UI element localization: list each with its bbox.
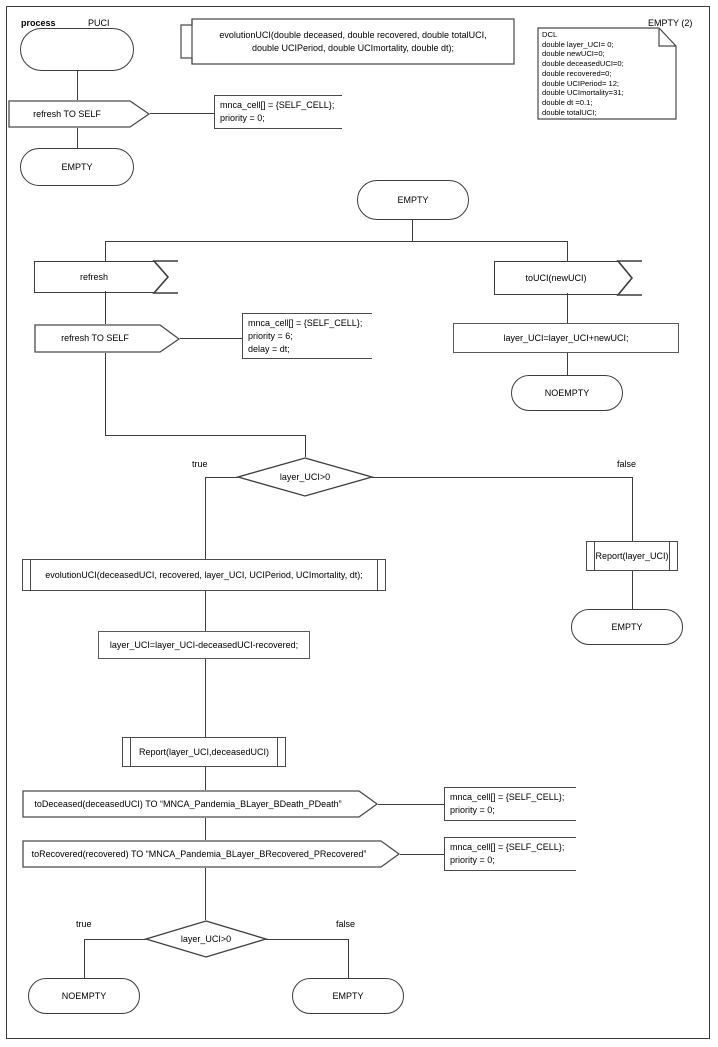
state-noempty-right-label: NOEMPTY	[544, 387, 590, 398]
dcl-line-4: double UCIPeriod= 12;	[542, 78, 620, 88]
process-name-label: PUCI	[88, 18, 110, 28]
dcl-line-6: double dt =0.1;	[542, 98, 593, 108]
state-empty-top[interactable]: EMPTY	[20, 148, 134, 186]
connector-split-to-input-touci	[567, 241, 568, 261]
connector-true-down-to-noempty	[84, 939, 85, 978]
branch-label-bottom-true: true	[76, 919, 92, 929]
input-touci[interactable]: toUCI(newUCI)	[494, 261, 642, 295]
state-empty-top-label: EMPTY	[61, 161, 93, 172]
connector-decision-top-false	[372, 477, 632, 478]
output-refresh-to-self-mid[interactable]: refresh TO SELF	[34, 324, 181, 353]
dcl-title: DCL	[542, 30, 558, 39]
dcl-note-text: DCL double layer_UCI= 0; double newUCI=0…	[542, 30, 624, 117]
connector-report-two-to-todeceased	[205, 767, 206, 790]
dcl-line-5: double UCImortality=31;	[542, 88, 624, 98]
proccall-evolutionuci[interactable]: evolutionUCI(deceasedUCI, recovered, lay…	[22, 558, 386, 592]
output-todeceased[interactable]: toDeceased(deceasedUCI) TO “MNCA_Pandemi…	[22, 790, 379, 818]
connector-split-to-input-refresh	[105, 241, 106, 261]
output-torecovered[interactable]: toRecovered(recovered) TO “MNCA_Pandemia…	[22, 840, 401, 868]
state-start[interactable]	[20, 28, 134, 71]
connector-input-refresh-to-output	[105, 291, 106, 324]
branch-label-top-true: true	[192, 459, 208, 469]
state-empty-false-right-label: EMPTY	[611, 621, 643, 632]
connector-output-mid-down	[105, 353, 106, 435]
decision-bottom[interactable]: layer_UCI>0	[143, 920, 269, 958]
procedure-signature-shape: evolutionUCI(double deceased, double rec…	[180, 18, 515, 65]
page-indicator-label: EMPTY (2)	[648, 18, 693, 28]
proccall-report-layer-uci-label: Report(layer_UCI)	[595, 550, 669, 561]
task-subtract-label: layer_UCI=layer_UCI-deceasedUCI-recovere…	[109, 639, 299, 650]
output-refresh-to-self-top[interactable]: refresh TO SELF	[8, 100, 151, 128]
comment-connector-1	[150, 113, 214, 114]
connector-decision-bottom-true	[84, 939, 146, 940]
connector-state-empty-mid-down	[412, 220, 413, 241]
branch-label-top-false: false	[617, 459, 637, 469]
branch-label-bottom-false: false	[336, 919, 356, 929]
task-subtract[interactable]: layer_UCI=layer_UCI-deceasedUCI-recovere…	[98, 631, 310, 659]
diagram-frame	[6, 6, 710, 1039]
dcl-line-7: double totalUCI;	[542, 107, 597, 117]
connector-start-to-output	[77, 71, 78, 100]
dcl-note: DCL double layer_UCI= 0; double newUCI=0…	[537, 27, 677, 120]
connector-touci-to-task	[567, 293, 568, 323]
dcl-line-0: double layer_UCI= 0;	[542, 39, 614, 49]
comment-1: mnca_cell[] = {SELF_CELL}; priority = 0;	[214, 95, 342, 129]
comment-2: mnca_cell[] = {SELF_CELL}; priority = 6;…	[242, 313, 372, 359]
state-empty-false-right[interactable]: EMPTY	[571, 609, 683, 645]
connector-decision-top-true	[205, 477, 238, 478]
connector-decision-bottom-false	[266, 939, 348, 940]
connector-to-decision-horizontal	[105, 435, 305, 436]
proccall-report-two[interactable]: Report(layer_UCI,deceasedUCI)	[122, 736, 286, 768]
input-refresh[interactable]: refresh	[34, 261, 178, 293]
connector-evolutionuci-to-task	[205, 591, 206, 631]
connector-false-down-to-report	[632, 477, 633, 541]
proccall-evolutionuci-label: evolutionUCI(deceasedUCI, recovered, lay…	[45, 569, 363, 580]
comment-3: mnca_cell[] = {SELF_CELL}; priority = 0;	[444, 787, 576, 821]
state-noempty-bottom-label: NOEMPTY	[61, 990, 107, 1001]
connector-task-to-noempty	[567, 353, 568, 375]
connector-report-to-empty-right	[632, 571, 633, 609]
connector-output-to-state-empty-top	[77, 128, 78, 148]
task-add-newuci[interactable]: layer_UCI=layer_UCI+newUCI;	[453, 323, 679, 353]
dcl-line-2: double deceasedUCI=0;	[542, 59, 624, 69]
comment-connector-4	[400, 854, 444, 855]
connector-true-down-to-proc	[205, 477, 206, 559]
dcl-line-1: double newUCI=0;	[542, 49, 605, 59]
state-start-label	[21, 29, 133, 70]
state-empty-mid-label: EMPTY	[397, 194, 429, 205]
connector-into-decision-top	[305, 435, 306, 457]
dcl-line-3: double recovered=0;	[542, 68, 612, 78]
process-keyword-label: process	[21, 18, 56, 28]
state-empty-bottom[interactable]: EMPTY	[292, 978, 404, 1014]
decision-top[interactable]: layer_UCI>0	[235, 457, 375, 497]
state-noempty-bottom[interactable]: NOEMPTY	[28, 978, 140, 1014]
connector-torecovered-to-decision-bottom	[205, 868, 206, 920]
state-empty-bottom-label: EMPTY	[332, 990, 364, 1001]
state-noempty-right[interactable]: NOEMPTY	[511, 375, 623, 411]
connector-task-to-report-two	[205, 659, 206, 737]
proccall-report-two-label: Report(layer_UCI,deceasedUCI)	[138, 746, 270, 757]
proccall-report-layer-uci[interactable]: Report(layer_UCI)	[586, 540, 678, 572]
state-empty-mid[interactable]: EMPTY	[357, 180, 469, 220]
task-add-newuci-label: layer_UCI=layer_UCI+newUCI;	[503, 332, 629, 343]
comment-connector-2	[180, 338, 242, 339]
split-bar-inputs	[105, 241, 567, 242]
comment-4: mnca_cell[] = {SELF_CELL}; priority = 0;	[444, 837, 576, 871]
connector-false-down-to-empty	[348, 939, 349, 978]
connector-todeceased-to-torecovered	[205, 818, 206, 840]
comment-connector-3	[378, 804, 444, 805]
